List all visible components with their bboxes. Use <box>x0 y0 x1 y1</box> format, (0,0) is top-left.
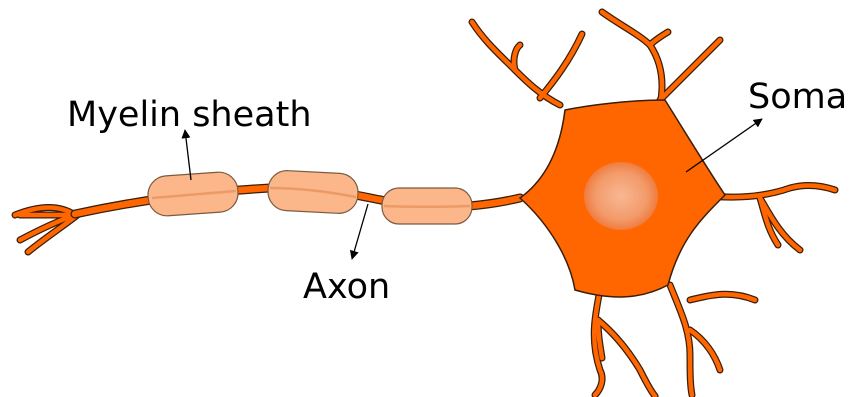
axon-label: Axon <box>303 270 390 305</box>
soma-label: Soma <box>748 80 847 115</box>
myelin-arrow <box>185 130 191 180</box>
myelin-sheath-label: Myelin sheath <box>67 98 312 133</box>
axon-arrow <box>352 204 368 259</box>
nucleus <box>584 162 658 230</box>
myelin-segment <box>267 170 359 215</box>
myelin-sheaths <box>147 170 472 224</box>
soma-arrow <box>686 119 762 172</box>
